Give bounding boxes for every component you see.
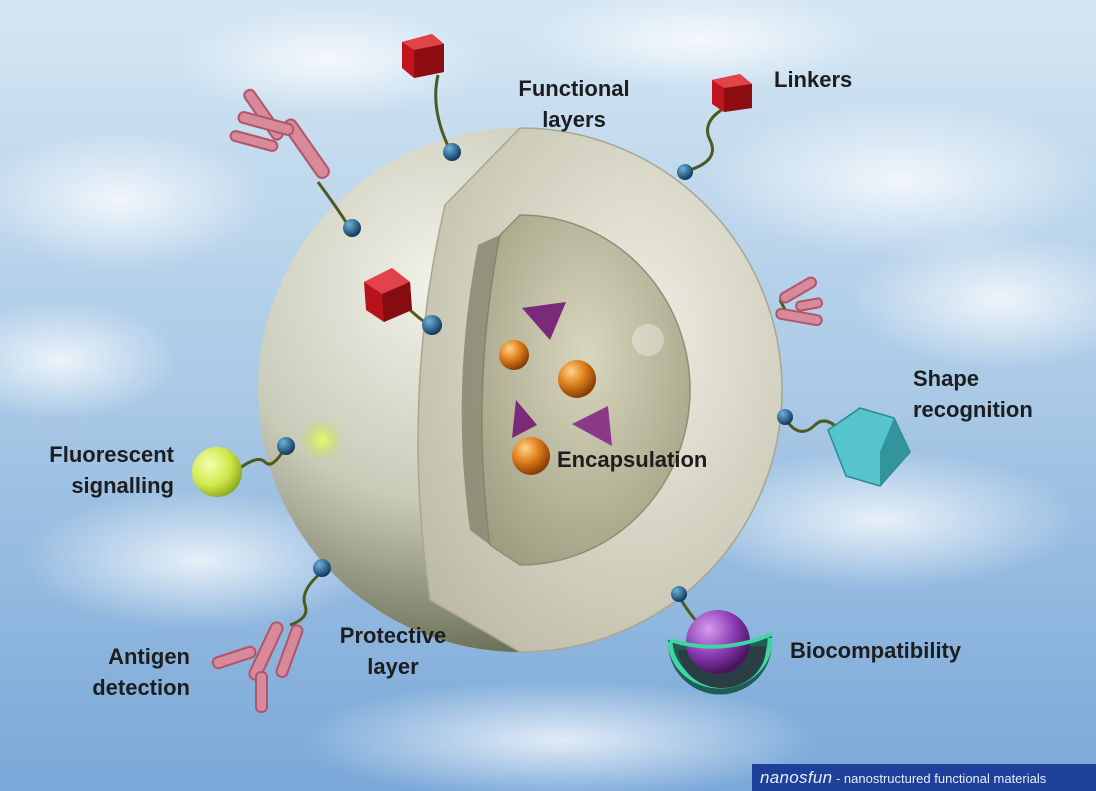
- antibody-icon: [775, 276, 824, 327]
- label-linkers: Linkers: [774, 67, 853, 92]
- fluorescent-bead-icon: [192, 447, 242, 497]
- anchor-bead-icon: [677, 164, 693, 180]
- anchor-bead-icon: [443, 143, 461, 161]
- hexagon-icon: [827, 407, 911, 487]
- anchor-bead-icon: [313, 559, 331, 577]
- biocompatibility-group: [667, 586, 773, 695]
- shape-recognition-group: [777, 407, 911, 487]
- credit-banner: nanosfun - nanostructured functional mat…: [752, 764, 1096, 791]
- antibody-icon: [229, 88, 330, 179]
- linker-top-right: [677, 74, 752, 180]
- fluorescent-glow: [300, 418, 344, 462]
- antibody-icon: [211, 621, 304, 713]
- antibody-right: [775, 276, 824, 327]
- nanoparticle-icon: [499, 340, 529, 370]
- nanoparticle-icon: [512, 437, 550, 475]
- antibody-bottom-left: [211, 559, 331, 713]
- credit-brand: nanosfun: [760, 768, 833, 787]
- anchor-bead-icon: [343, 219, 361, 237]
- biocompat-cup-icon: [667, 610, 773, 695]
- anchor-bead-icon: [277, 437, 295, 455]
- credit-text: - nanostructured functional materials: [832, 771, 1047, 786]
- fluorescent-signalling-group: [192, 437, 295, 497]
- anchor-bead-icon: [671, 586, 687, 602]
- triangle-icon: [522, 302, 566, 340]
- label-encapsulation: Encapsulation: [557, 447, 708, 472]
- linker-cube-icon: [712, 74, 752, 112]
- linker-cube-icon: [364, 268, 412, 322]
- linker-top-left: [402, 34, 461, 161]
- nanoparticle-icon: [558, 360, 596, 398]
- anchor-bead-icon: [422, 315, 442, 335]
- linker-front: [364, 268, 442, 335]
- label-biocompatibility: Biocompatibility: [790, 638, 962, 663]
- nanoparticle-sphere: [258, 127, 783, 653]
- antibody-top-left: [229, 88, 361, 237]
- triangle-icon: [572, 406, 612, 446]
- anchor-bead-icon: [777, 409, 793, 425]
- linker-cube-icon: [402, 34, 444, 78]
- biocompat-ball-icon: [686, 610, 750, 674]
- triangle-icon: [512, 400, 537, 438]
- encapsulated-cargo: [499, 302, 664, 475]
